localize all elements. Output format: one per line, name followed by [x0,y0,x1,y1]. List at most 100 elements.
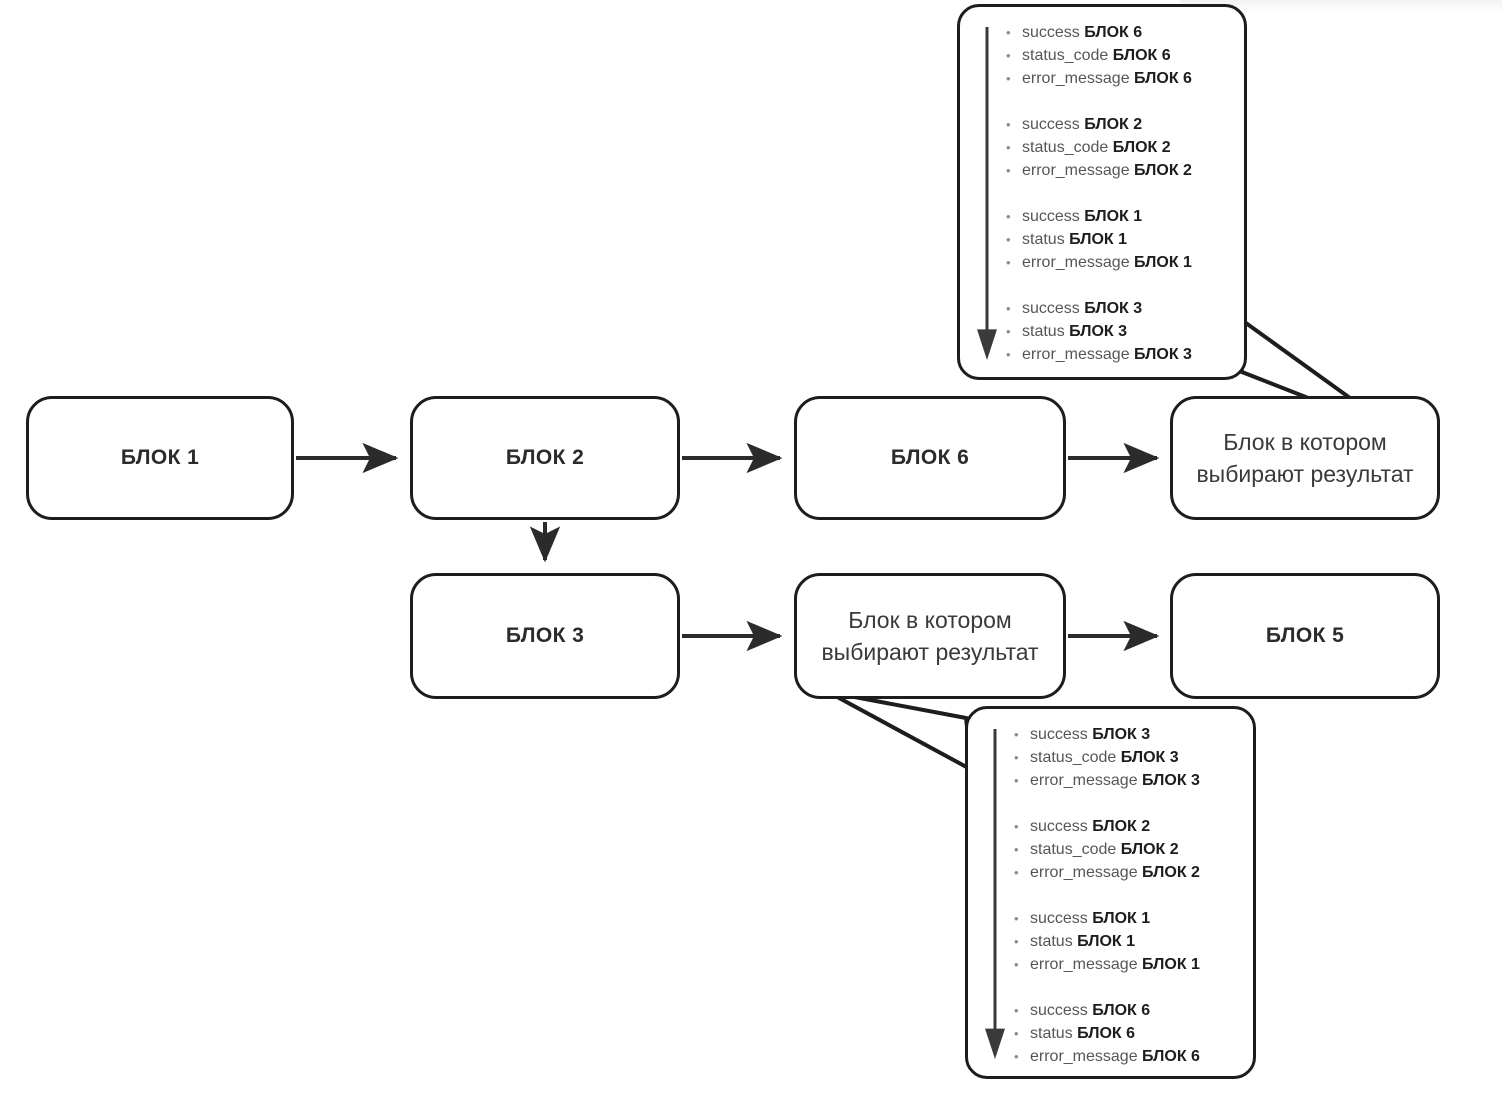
node-block-5[interactable]: БЛОК 5 [1170,573,1440,699]
bullet-block-name: БЛОК 1 [1142,956,1200,973]
bullet-block-name: БЛОК 1 [1092,910,1151,927]
callout-top: success БЛОК 6status_code БЛОК 6error_me… [957,4,1247,380]
bullet-item: error_message БЛОК 1 [1004,251,1232,274]
callout-bottom-tail [827,690,975,774]
callout-bottom-groups: success БЛОК 3status_code БЛОК 3error_me… [1012,723,1241,1068]
bullet-group: success БЛОК 1status БЛОК 1error_message… [1004,205,1232,274]
bullet-field-name: status [1030,933,1078,950]
bullet-field-name: error_message [1030,772,1143,789]
bullet-item: status_code БЛОК 6 [1004,44,1232,67]
bullet-block-name: БЛОК 1 [1134,254,1192,271]
bullet-item: status БЛОК 1 [1004,228,1232,251]
bullet-item: error_message БЛОК 3 [1004,343,1232,366]
bullet-field-name: status_code [1022,47,1113,64]
bullet-field-name: error_message [1022,346,1135,363]
bullet-item: success БЛОК 6 [1012,999,1241,1022]
bullet-field-name: status_code [1030,749,1121,766]
node-block-3[interactable]: БЛОК 3 [410,573,680,699]
bullet-item: status БЛОК 6 [1012,1022,1241,1045]
bullet-block-name: БЛОК 2 [1084,116,1143,133]
node-result-selector-bottom-label: Блок в котором выбирают результат [821,607,1039,665]
node-block-1-label: БЛОК 1 [120,446,200,469]
bullet-block-name: БЛОК 3 [1134,346,1192,363]
bullet-field-name: success [1030,1002,1093,1019]
bullet-block-name: БЛОК 2 [1120,841,1179,858]
bullet-field-name: success [1022,116,1085,133]
bullet-block-name: БЛОК 6 [1134,70,1192,87]
window-chrome-strip [1180,0,1502,12]
bullet-group: success БЛОК 3status_code БЛОК 3error_me… [1012,723,1241,792]
bullet-block-name: БЛОК 2 [1134,162,1192,179]
callout-bottom: success БЛОК 3status_code БЛОК 3error_me… [965,706,1256,1079]
node-result-selector-top[interactable]: Блок в котором выбирают результат [1170,396,1440,520]
bullet-field-name: status [1022,231,1070,248]
bullet-block-name: БЛОК 1 [1069,231,1128,248]
bullet-item: status БЛОК 3 [1004,320,1232,343]
bullet-block-name: БЛОК 1 [1084,208,1143,225]
bullet-item: error_message БЛОК 2 [1012,861,1241,884]
bullet-group: success БЛОК 3status БЛОК 3error_message… [1004,297,1232,366]
bullet-field-name: error_message [1030,1048,1143,1065]
bullet-field-name: status_code [1022,139,1113,156]
bullet-item: error_message БЛОК 6 [1004,67,1232,90]
bullet-item: success БЛОК 1 [1004,205,1232,228]
callout-top-groups: success БЛОК 6status_code БЛОК 6error_me… [1004,21,1232,366]
bullet-block-name: БЛОК 6 [1084,24,1143,41]
bullet-item: status_code БЛОК 2 [1012,838,1241,861]
bullet-item: error_message БЛОК 6 [1012,1045,1241,1068]
bullet-item: error_message БЛОК 2 [1004,159,1232,182]
bullet-item: success БЛОК 2 [1012,815,1241,838]
node-block-2-label: БЛОК 2 [505,446,585,469]
bullet-item: error_message БЛОК 1 [1012,953,1241,976]
bullet-field-name: status [1022,323,1070,340]
bullet-field-name: status [1030,1025,1078,1042]
bullet-block-name: БЛОК 3 [1120,749,1179,766]
bullet-block-name: БЛОК 3 [1092,726,1151,743]
bullet-field-name: error_message [1030,956,1143,973]
priority-order-down-arrow-top [976,25,998,361]
bullet-field-name: success [1030,910,1093,927]
bullet-field-name: success [1022,300,1085,317]
bullet-group: success БЛОК 6status БЛОК 6error_message… [1012,999,1241,1068]
bullet-field-name: error_message [1022,162,1135,179]
bullet-block-name: БЛОК 6 [1112,47,1171,64]
node-result-selector-top-label: Блок в котором выбирают результат [1196,429,1414,487]
bullet-group: success БЛОК 6status_code БЛОК 6error_me… [1004,21,1232,90]
node-block-3-label: БЛОК 3 [505,624,585,647]
node-block-6[interactable]: БЛОК 6 [794,396,1066,520]
bullet-field-name: status_code [1030,841,1121,858]
bullet-item: success БЛОК 3 [1004,297,1232,320]
bullet-field-name: error_message [1030,864,1143,881]
bullet-item: success БЛОК 2 [1004,113,1232,136]
node-block-2[interactable]: БЛОК 2 [410,396,680,520]
bullet-field-name: success [1022,24,1085,41]
bullet-block-name: БЛОК 6 [1092,1002,1151,1019]
bullet-field-name: success [1030,818,1093,835]
bullet-group: success БЛОК 2status_code БЛОК 2error_me… [1004,113,1232,182]
bullet-field-name: error_message [1022,254,1135,271]
bullet-block-name: БЛОК 1 [1077,933,1136,950]
bullet-item: status_code БЛОК 2 [1004,136,1232,159]
bullet-item: status_code БЛОК 3 [1012,746,1241,769]
bullet-block-name: БЛОК 2 [1092,818,1151,835]
bullet-item: success БЛОК 3 [1012,723,1241,746]
bullet-group: success БЛОК 2status_code БЛОК 2error_me… [1012,815,1241,884]
node-block-6-label: БЛОК 6 [890,446,970,469]
node-block-1[interactable]: БЛОК 1 [26,396,294,520]
bullet-field-name: error_message [1022,70,1135,87]
bullet-block-name: БЛОК 3 [1084,300,1143,317]
bullet-item: status БЛОК 1 [1012,930,1241,953]
bullet-field-name: success [1022,208,1085,225]
bullet-item: success БЛОК 6 [1004,21,1232,44]
bullet-group: success БЛОК 1status БЛОК 1error_message… [1012,907,1241,976]
priority-order-down-arrow-bottom [984,727,1006,1060]
bullet-block-name: БЛОК 3 [1142,772,1200,789]
bullet-item: error_message БЛОК 3 [1012,769,1241,792]
node-block-5-label: БЛОК 5 [1265,624,1345,647]
node-result-selector-bottom[interactable]: Блок в котором выбирают результат [794,573,1066,699]
bullet-block-name: БЛОК 6 [1142,1048,1200,1065]
bullet-item: success БЛОК 1 [1012,907,1241,930]
bullet-block-name: БЛОК 2 [1112,139,1171,156]
bullet-block-name: БЛОК 3 [1069,323,1128,340]
